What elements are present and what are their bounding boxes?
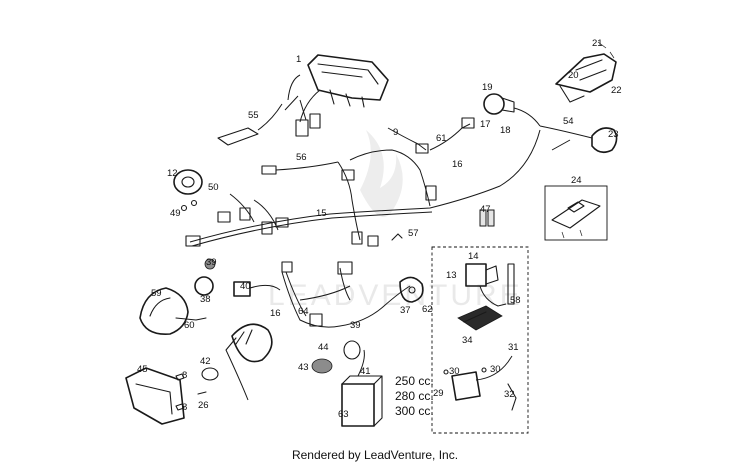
part-callout: 30 bbox=[449, 366, 460, 377]
part-callout: 38 bbox=[200, 294, 211, 305]
part-callout: 23 bbox=[608, 129, 619, 140]
part-callout: 49 bbox=[170, 208, 181, 219]
part-callout: 17 bbox=[480, 119, 491, 130]
part-callout: 29 bbox=[433, 388, 444, 399]
part-callout: 26 bbox=[198, 400, 209, 411]
horn-front bbox=[194, 258, 281, 297]
part-callout: 56 bbox=[296, 152, 307, 163]
part-callout: 1 bbox=[296, 54, 301, 65]
part-callout: 13 bbox=[446, 270, 457, 281]
connector-56 bbox=[261, 161, 339, 175]
part-callout: 58 bbox=[510, 295, 521, 306]
part-callout: 57 bbox=[408, 228, 419, 239]
displacement-label: 300 cc. bbox=[395, 404, 434, 418]
part-callout: 50 bbox=[208, 182, 219, 193]
horn bbox=[483, 93, 541, 127]
displacement-label: 280 cc. bbox=[395, 389, 434, 403]
render-credit: Rendered by LeadVenture, Inc. bbox=[291, 448, 459, 462]
part-callout: 44 bbox=[318, 342, 329, 353]
part-callout: 16 bbox=[452, 159, 463, 170]
part-callout: 22 bbox=[611, 85, 622, 96]
part-callout: 60 bbox=[184, 320, 195, 331]
bulbs-sockets bbox=[201, 323, 361, 401]
handlebar-switch bbox=[399, 276, 424, 303]
part-callout: 54 bbox=[563, 116, 574, 127]
main-wiring-harness bbox=[185, 129, 541, 247]
rear-turn-signal bbox=[539, 125, 618, 154]
part-callout: 8 bbox=[182, 402, 187, 413]
part-callout: 19 bbox=[482, 82, 493, 93]
part-callout: 12 bbox=[167, 168, 178, 179]
part-callout: 16 bbox=[270, 308, 281, 319]
watermark-text: LEADVENTURE bbox=[268, 279, 523, 312]
part-callout: 14 bbox=[468, 251, 479, 262]
part-callout: 41 bbox=[360, 366, 371, 377]
cdi-group-box bbox=[431, 246, 529, 434]
wiring-harness-diagram: LEADVENTURE bbox=[125, 38, 622, 434]
part-callout: 34 bbox=[462, 335, 473, 346]
part-callout: 24 bbox=[571, 175, 582, 186]
part-callout: 61 bbox=[436, 133, 447, 144]
part-callout: 18 bbox=[500, 125, 511, 136]
part-callout: 62 bbox=[422, 304, 433, 315]
part-callout: 63 bbox=[338, 409, 349, 420]
part-callout: 21 bbox=[592, 38, 603, 49]
displacement-label: 250 cc. bbox=[395, 374, 434, 388]
bolt-57 bbox=[391, 233, 403, 241]
part-callout: 9 bbox=[393, 127, 398, 138]
part-callout: 47 bbox=[480, 204, 491, 215]
fuses bbox=[479, 209, 495, 227]
clip-60 bbox=[175, 317, 207, 321]
part-callout: 42 bbox=[200, 356, 211, 367]
part-callout: 31 bbox=[508, 342, 519, 353]
part-callout: 43 bbox=[298, 362, 309, 373]
ignition-switch bbox=[173, 169, 203, 212]
lower-wiring-harness bbox=[281, 261, 411, 328]
flasher-relay bbox=[341, 349, 383, 427]
connectors-9-61 bbox=[387, 117, 475, 154]
tail-light bbox=[555, 41, 617, 103]
part-callout: 39 bbox=[206, 257, 217, 268]
part-callout: 39 bbox=[350, 320, 361, 331]
relay-bracket bbox=[544, 185, 608, 241]
part-callout: 55 bbox=[248, 110, 259, 121]
part-callout: 37 bbox=[400, 305, 411, 316]
cdi-unit bbox=[457, 305, 503, 331]
screws bbox=[175, 373, 207, 411]
cluster-connector-lead bbox=[217, 95, 321, 146]
part-callout: 64 bbox=[298, 306, 309, 317]
ignition-coil bbox=[443, 355, 517, 411]
part-callout: 32 bbox=[504, 389, 515, 400]
displacement-labels: 250 cc. 280 cc. 300 cc. bbox=[395, 374, 434, 418]
callout-layer: 1 55 9 61 17 18 19 20 21 22 54 23 56 16 12 50 49 15 47 24 57… bbox=[137, 38, 622, 420]
tail-lamp-housing bbox=[125, 367, 185, 425]
part-callout: 15 bbox=[316, 208, 327, 219]
instrument-cluster bbox=[287, 54, 389, 123]
starter-relay bbox=[465, 263, 515, 307]
part-callout: 8 bbox=[182, 370, 187, 381]
watermark: LEADVENTURE bbox=[268, 130, 523, 312]
part-callout: 40 bbox=[240, 281, 251, 292]
part-callout: 30 bbox=[490, 364, 501, 375]
headlight bbox=[139, 287, 189, 335]
part-callout: 20 bbox=[568, 70, 579, 81]
part-callout: 59 bbox=[151, 288, 162, 299]
part-callout: 45 bbox=[137, 364, 148, 375]
